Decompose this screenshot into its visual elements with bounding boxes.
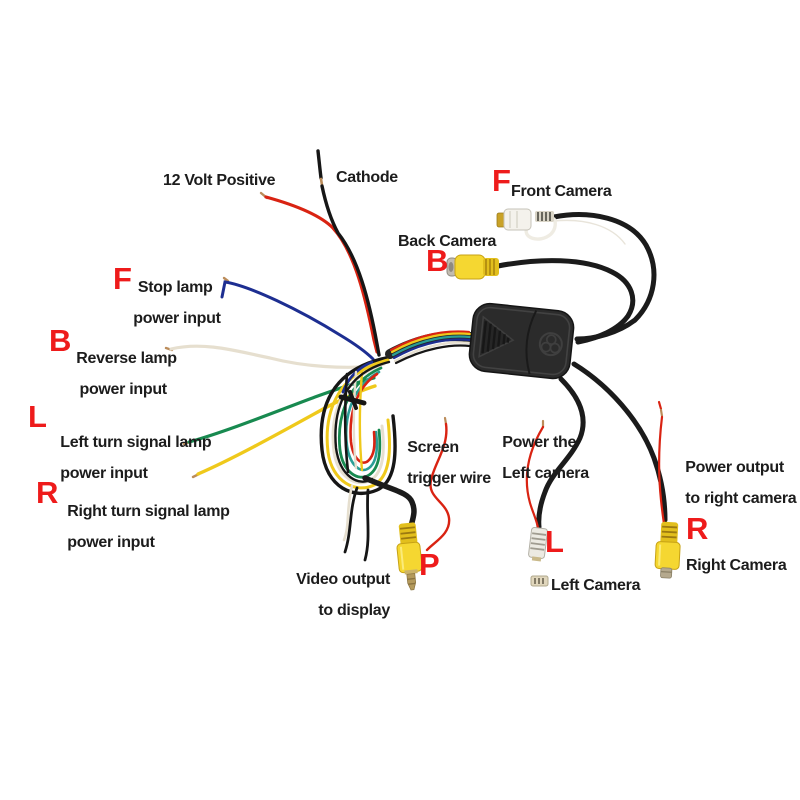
wire-reverse-lamp — [164, 344, 379, 369]
letter-right-turn-r: R — [36, 475, 59, 510]
label-video-output-line2: to display — [318, 601, 390, 619]
label-video-output-line1: Video output — [296, 570, 390, 588]
label-reverse-lamp: Reverse lamp power input — [68, 335, 177, 398]
label-power-right-line1: Power output — [685, 458, 784, 476]
label-video-output: Video output to display — [278, 556, 390, 618]
triangle-emblem — [478, 315, 515, 359]
left-camera-plug-icon — [530, 575, 549, 587]
cable-back-camera — [495, 258, 636, 345]
label-right-turn-line2: power input — [67, 533, 155, 551]
label-reverse-lamp-line2: power input — [79, 380, 167, 398]
label-screen-trigger: Screen trigger wire — [399, 424, 491, 486]
label-screen-trigger-line2: trigger wire — [407, 469, 491, 487]
wire-stop-lamp — [220, 276, 375, 361]
label-left-turn-line1: Left turn signal lamp — [60, 433, 212, 451]
back-camera-rca — [446, 254, 499, 280]
label-power-left: Power the Left camera — [494, 419, 589, 481]
control-box — [468, 302, 575, 380]
label-left-turn-line2: power input — [60, 464, 148, 482]
wire-loom — [319, 355, 397, 562]
label-right-turn-line1: Right turn signal lamp — [67, 502, 230, 520]
letter-left-cam-l: L — [545, 524, 564, 559]
front-camera-connector — [496, 208, 557, 241]
right-camera-rca — [654, 521, 681, 579]
cable-left-camera — [536, 376, 586, 530]
label-power-right-line2: to right camera — [685, 489, 797, 507]
label-reverse-lamp-line1: Reverse lamp — [76, 349, 177, 367]
letter-front-f: F — [492, 163, 511, 198]
label-stop-lamp: Stop lamp power input — [125, 264, 221, 327]
wire-power-right-camera — [657, 400, 666, 526]
wire-trunk — [385, 330, 475, 365]
label-12v-positive: 12 Volt Positive — [163, 172, 276, 189]
label-screen-trigger-line1: Screen — [407, 438, 459, 456]
letter-stop-f: F — [113, 261, 132, 296]
video-output-rca — [396, 522, 423, 591]
cable-right-camera — [571, 361, 668, 523]
label-right-turn: Right turn signal lamp power input — [59, 488, 230, 550]
left-camera-connector — [528, 526, 548, 562]
label-power-right: Power output to right camera — [677, 444, 796, 506]
label-left-turn: Left turn signal lamp power input — [52, 419, 211, 481]
wire-power-left-camera — [525, 419, 545, 530]
label-stop-lamp-line2: power input — [133, 309, 221, 327]
letter-video-p: P — [419, 547, 440, 582]
letter-back-b: B — [426, 243, 449, 278]
front-cable-ridges — [535, 211, 554, 222]
label-stop-lamp-line1: Stop lamp — [137, 278, 213, 296]
wire-cathode — [316, 149, 381, 357]
cable-video-output — [362, 475, 417, 529]
letter-left-turn-l: L — [28, 399, 47, 434]
label-power-left-line1: Power the — [502, 433, 577, 451]
trefoil-logo-icon — [538, 332, 563, 357]
camera-cables — [495, 212, 668, 530]
label-back-camera: Back Camera — [398, 233, 497, 250]
letter-reverse-b: B — [49, 323, 72, 358]
wire-screen-trigger — [425, 416, 451, 552]
label-front-camera: Front Camera — [511, 183, 612, 200]
label-right-camera: Right Camera — [686, 557, 787, 574]
label-power-left-line2: Left camera — [502, 464, 589, 482]
label-left-camera: Left Camera — [551, 577, 641, 594]
letter-right-cam-r: R — [686, 511, 709, 546]
label-cathode: Cathode — [336, 169, 398, 186]
